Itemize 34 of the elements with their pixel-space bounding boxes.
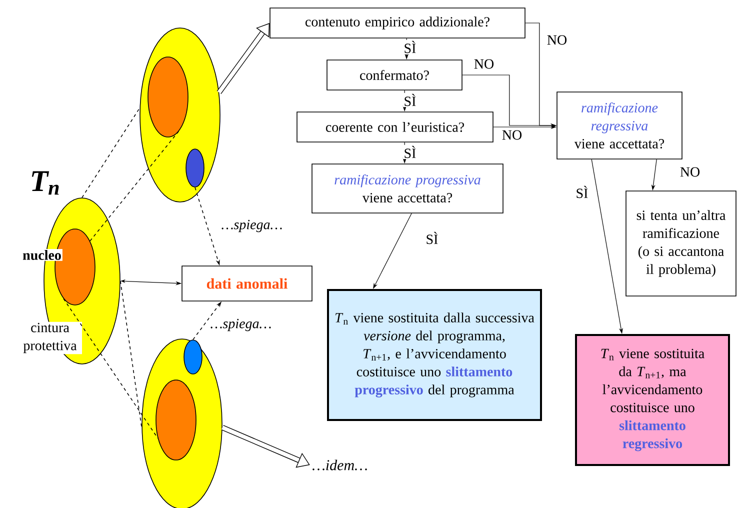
outcome-box: T$_{n}$ viene sostituita dalla successiva versione del programma, T$_{n+1}$, e l’avvicendamento costituisce uno slittamento progressivo del programma — [327, 289, 542, 421]
edge-label: NO — [546, 34, 568, 46]
question-box: si tenta un’altra ramificazione (o si accantona il problema) — [626, 190, 736, 296]
outcome-box: T$_{n}$ viene sostituita da T$_{n+1}$, ma l’avvicendamento costituisce uno slittamento regressivo — [575, 334, 730, 466]
question-box: coerente con l’euristica? — [296, 112, 494, 142]
edge-label: …spiega… — [220, 218, 284, 234]
idem-text: …idem… — [312, 460, 367, 470]
edge-label: SÌ — [424, 230, 440, 246]
leader-line — [90, 129, 180, 242]
question-box: confermato? — [326, 60, 462, 90]
edge-label: SÌ — [402, 92, 418, 108]
anomaly-ellipse — [184, 340, 202, 374]
leader-line — [63, 298, 158, 439]
core-ellipse — [148, 56, 188, 138]
core-ellipse — [156, 380, 196, 460]
leader-line — [82, 108, 140, 198]
question-box: ramificazione progressiva viene accettata? — [312, 164, 504, 214]
edge-label: NO — [500, 129, 524, 141]
edge-label: SÌ — [574, 184, 590, 200]
anomaly-ellipse — [186, 148, 204, 188]
part-label: nucleo — [22, 249, 62, 261]
edge-label: …spiega… — [209, 318, 273, 332]
hollow-arrow — [216, 23, 270, 94]
part-label: cintura protettiva — [18, 322, 82, 354]
question-box: contenuto empirico addizionale? — [270, 8, 526, 38]
edge-label: SÌ — [402, 40, 418, 54]
data-box: dati anomali — [182, 266, 312, 302]
edge-label: NO — [678, 166, 702, 178]
theory-label: T$_{n}$ — [32, 171, 59, 195]
edge-label: NO — [472, 58, 496, 70]
question-box: ramificazione regressiva viene accettata? — [556, 92, 682, 160]
hollow-arrow — [221, 425, 310, 468]
edge-label: SÌ — [402, 144, 418, 160]
leader-line — [120, 280, 142, 428]
